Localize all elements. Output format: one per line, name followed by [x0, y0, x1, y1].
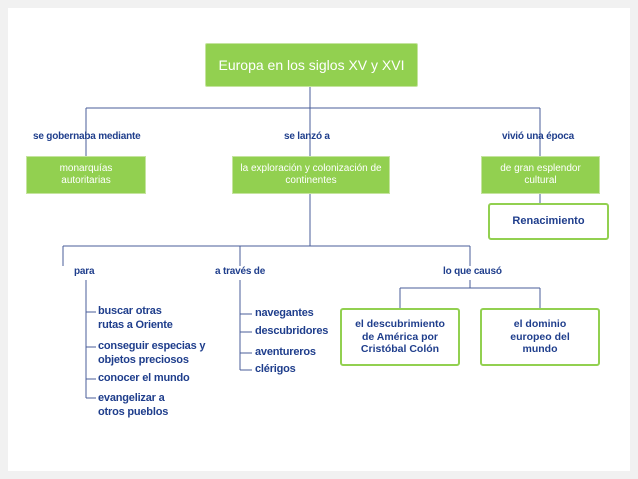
box-esplendor: de gran esplendor cultural — [481, 156, 600, 194]
list-item-clerigos: clérigos — [255, 363, 296, 375]
connector-lanzo: se lanzó a — [284, 131, 330, 142]
list-item-navegantes: navegantes — [255, 307, 314, 319]
box-dominio: el dominio europeo del mundo — [480, 308, 600, 366]
list-item-especias: conseguir especias y objetos preciosos — [98, 340, 206, 366]
box-descubrimiento: el descubrimiento de América por Cristób… — [340, 308, 460, 366]
list-item-aventureros: aventureros — [255, 346, 316, 358]
list-item-evangelizar: evangelizar a otros pueblos — [98, 392, 169, 418]
box-monarquias: monarquías autoritarias — [26, 156, 146, 194]
connector-vivio: vivió una época — [502, 131, 575, 142]
list-item-descubridores: descubridores — [255, 325, 329, 337]
title-text: Europa en los siglos XV y XVI — [218, 56, 405, 73]
title-box: Europa en los siglos XV y XVI — [205, 43, 418, 87]
connector-a-traves-de: a través de — [215, 266, 266, 277]
list-item-conocer: conocer el mundo — [98, 372, 190, 384]
list-item-rutas: buscar otras rutas a Oriente — [98, 305, 173, 331]
box-exploracion: la exploración y colonización de contine… — [232, 156, 390, 194]
box-renacimiento: Renacimiento — [488, 203, 609, 240]
connector-para: para — [74, 266, 95, 277]
connector-lo-que-causo: lo que causó — [443, 266, 502, 277]
connector-gobernaba: se gobernaba mediante — [33, 131, 141, 142]
